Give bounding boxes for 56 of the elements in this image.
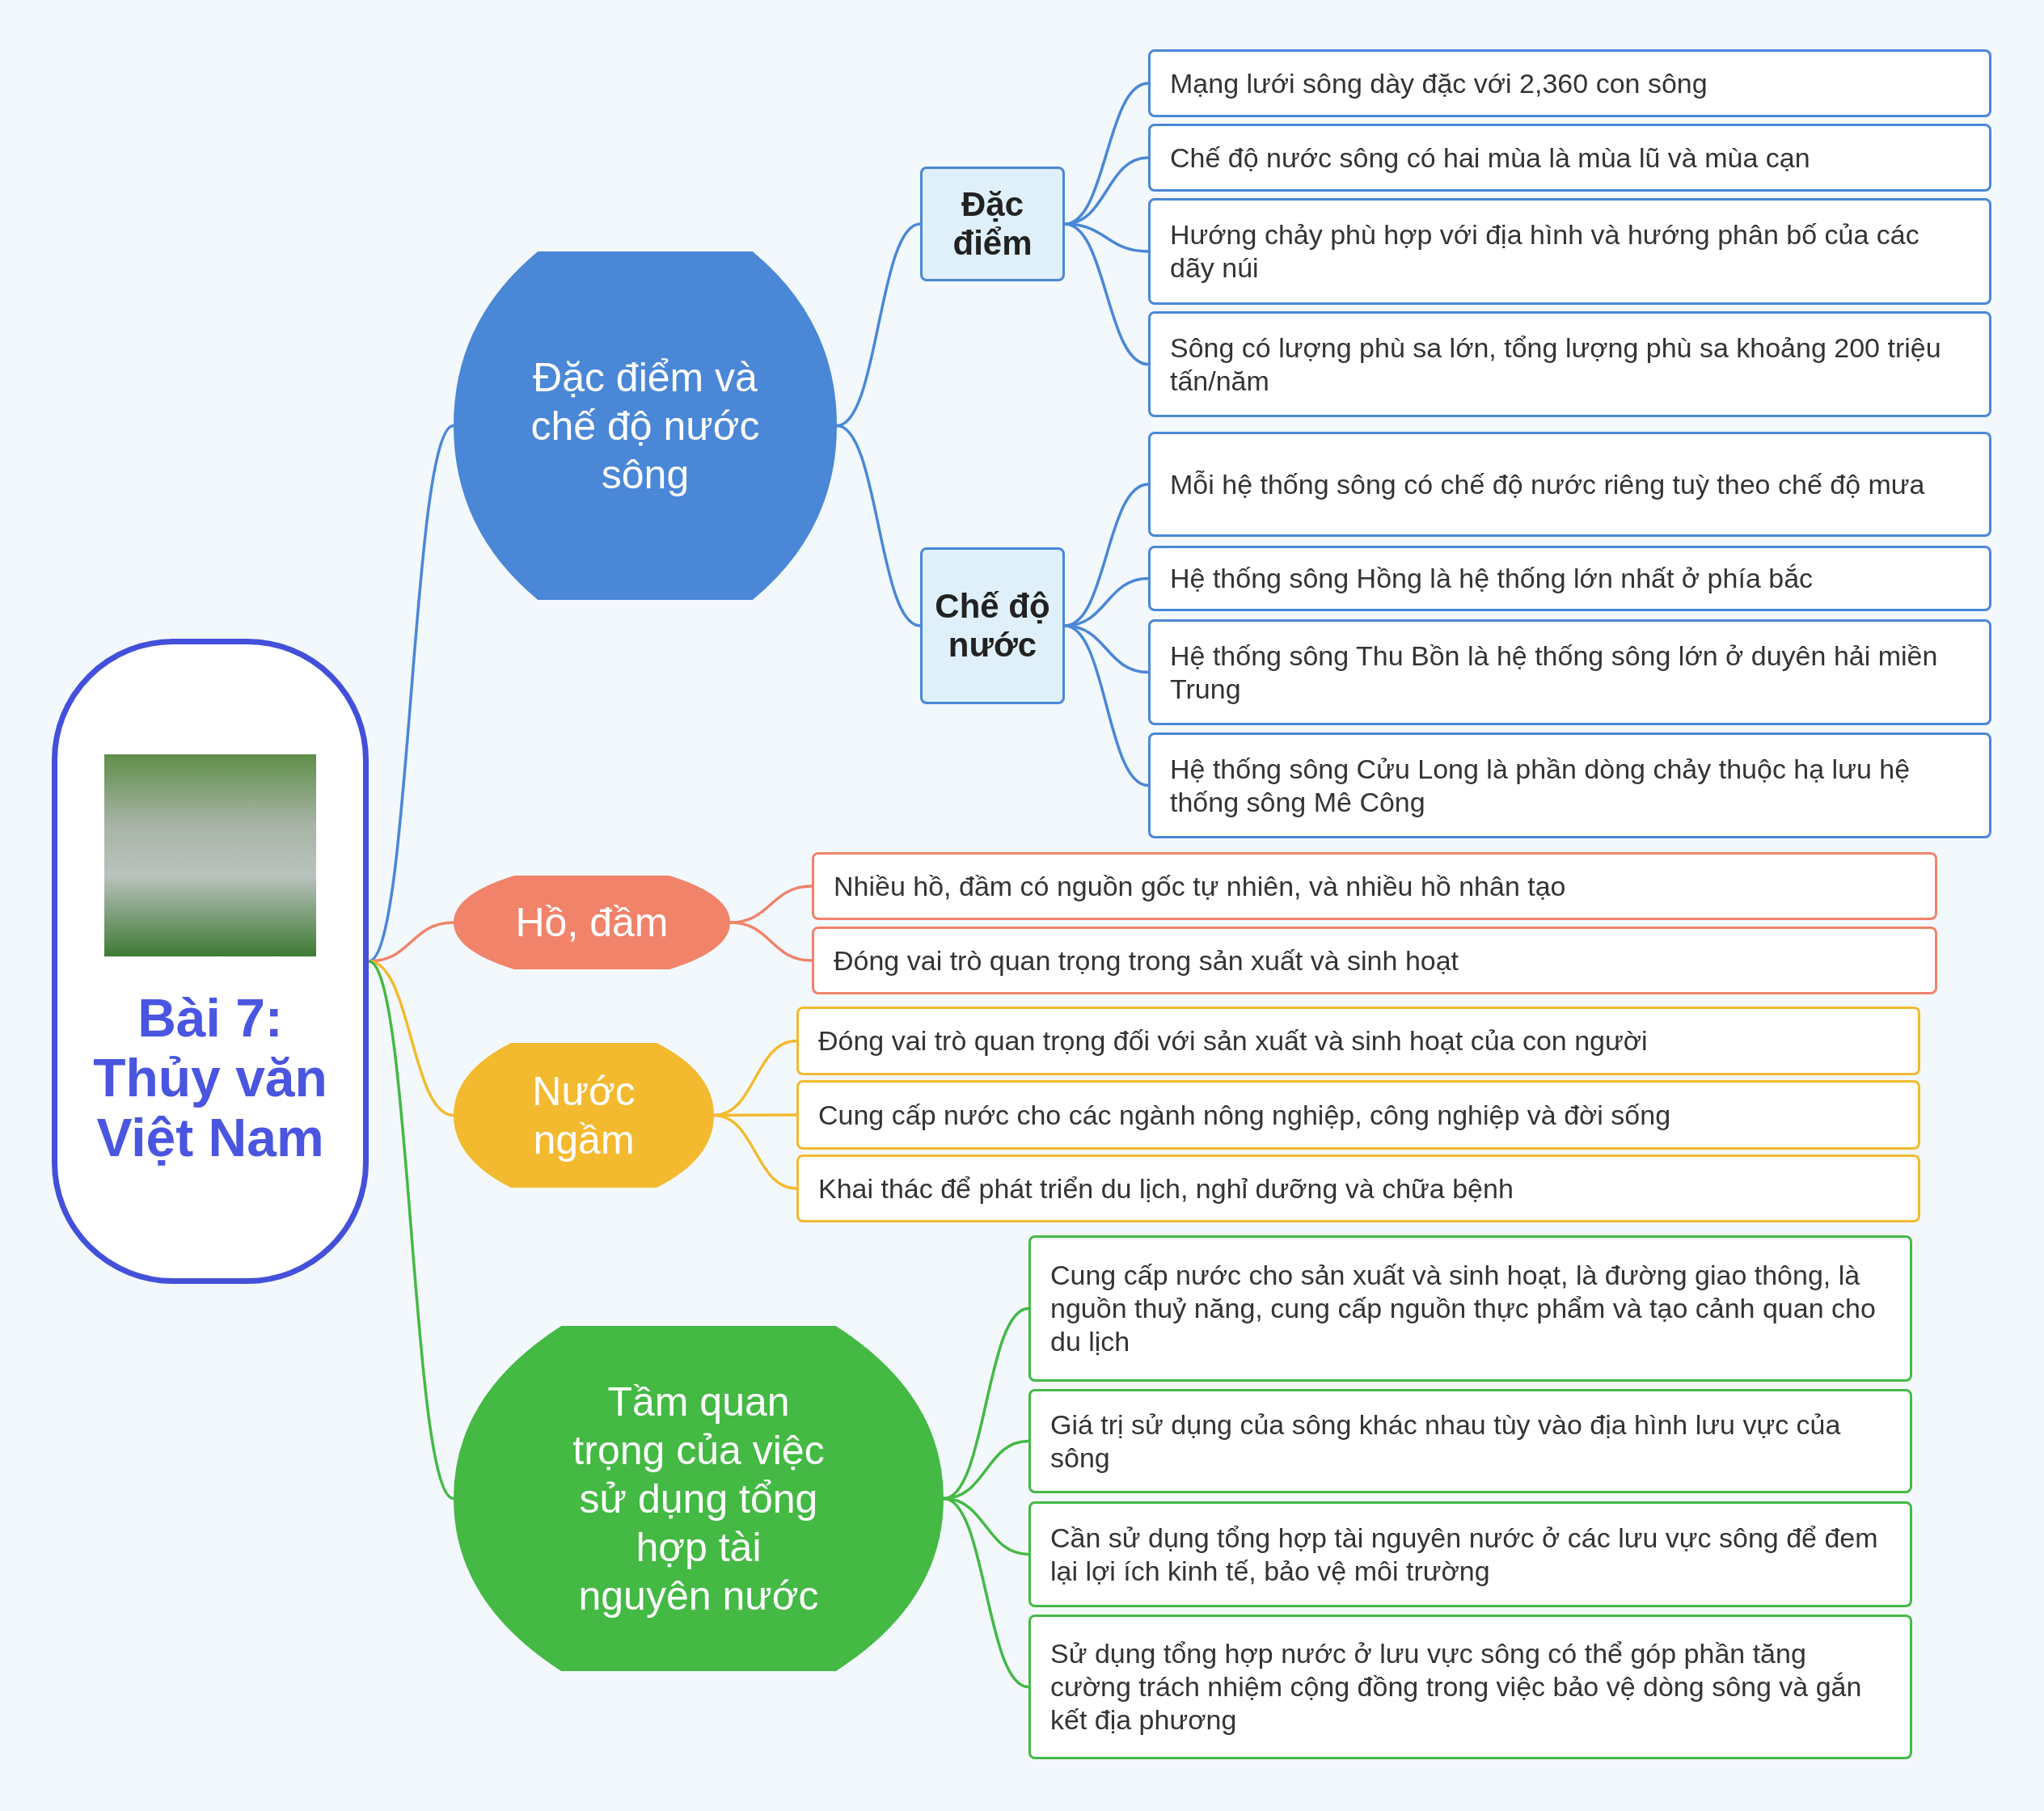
detail-text: Cung cấp nước cho các ngành nông nghiệp, công nghiệp và đời sống bbox=[818, 1098, 1671, 1132]
detail-text: Sử dụng tổng hợp nước ở lưu vực sông có thể góp phần tăng cường trách nhiệm cộng đồng trong việc bảo vệ dòng sông và gắn kết địa phương bbox=[1050, 1637, 1863, 1737]
detail-box bbox=[1028, 1501, 1912, 1607]
detail-text: Giá trị sử dụng của sông khác nhau tùy vào địa hình lưu vực của sông bbox=[1050, 1408, 1842, 1475]
branch-connector bbox=[368, 960, 454, 1117]
subtopic-label: Đặc điểm bbox=[952, 184, 1033, 264]
branch-connector bbox=[367, 960, 455, 1500]
detail-text: Sông có lượng phù sa lớn, tổng lượng phù sa khoảng 200 triệu tấn/năm bbox=[1170, 331, 1942, 398]
detail-text: Hệ thống sông Hồng là hệ thống lớn nhất ở phía bắc bbox=[1170, 562, 1814, 595]
detail-box bbox=[1148, 311, 1991, 417]
detail-text: Cần sử dụng tổng hợp tài nguyên nước ở các lưu vực sông để đem lại lợi ích kinh tế, bảo vệ môi trường bbox=[1050, 1521, 1879, 1588]
detail-box bbox=[1028, 1615, 1912, 1759]
subtopic-box bbox=[920, 167, 1065, 281]
branch-label: Nước ngầm bbox=[531, 1067, 636, 1164]
detail-box bbox=[1148, 49, 1991, 117]
detail-text: Hệ thống sông Cửu Long là phần dòng chảy thuộc hạ lưu hệ thống sông Mê Công bbox=[1170, 752, 1911, 819]
branch-label: Tầm quan trọng của việc sử dụng tổng hợp tài nguyên nước bbox=[572, 1378, 826, 1620]
detail-text: Chế độ nước sông có hai mùa là mùa lũ và mùa cạn bbox=[1170, 141, 1810, 175]
detail-text: Cung cấp nước cho sản xuất và sinh hoạt, là đường giao thông, là nguồn thuỷ năng, cung cấp nguồn thực phẩm và tạo cảnh quan cho du lịch bbox=[1050, 1259, 1877, 1358]
detail-box bbox=[812, 927, 1937, 994]
detail-box bbox=[812, 852, 1937, 920]
branch-connector bbox=[836, 222, 921, 428]
subtopic-label: Chế độ nước bbox=[934, 586, 1051, 665]
branch-label: Hồ, đầm bbox=[514, 899, 669, 947]
detail-box bbox=[796, 1080, 1920, 1150]
topic-title: Bài 7: Thủy văn Việt Nam bbox=[92, 989, 328, 1168]
detail-box bbox=[1148, 732, 1991, 838]
branch-connector bbox=[836, 424, 921, 627]
branch-label: Đặc điểm và chế độ nước sông bbox=[530, 353, 761, 499]
branch-connector bbox=[368, 921, 454, 963]
branch-connector bbox=[1064, 222, 1149, 366]
branch-node bbox=[454, 1326, 944, 1671]
branch-node bbox=[454, 876, 730, 969]
detail-text: Mỗi hệ thống sông có chế độ nước riêng tuỳ theo chế độ mưa bbox=[1170, 467, 1925, 501]
detail-box bbox=[1148, 546, 1991, 611]
detail-text: Nhiều hồ, đầm có nguồn gốc tự nhiên, và nhiều hồ nhân tạo bbox=[834, 869, 1566, 903]
detail-box bbox=[1148, 619, 1991, 725]
branch-connector bbox=[713, 1113, 797, 1190]
detail-text: Khai thác để phát triển du lịch, nghỉ dưỡng và chữa bệnh bbox=[818, 1171, 1514, 1205]
detail-text: Hướng chảy phù hợp với địa hình và hướng phân bố của các dãy núi bbox=[1170, 218, 1920, 285]
detail-box bbox=[1148, 432, 1991, 537]
detail-text: Hệ thống sông Thu Bồn là hệ thống sông lớn ở duyên hải miền Trung bbox=[1170, 639, 1939, 706]
detail-text: Đóng vai trò quan trọng trong sản xuất và sinh hoạt bbox=[834, 943, 1459, 977]
detail-box bbox=[1148, 198, 1991, 305]
detail-box bbox=[796, 1155, 1920, 1222]
branch-node bbox=[454, 251, 837, 600]
branch-node bbox=[454, 1043, 714, 1188]
detail-box bbox=[1028, 1235, 1912, 1382]
detail-box bbox=[796, 1007, 1920, 1075]
detail-box bbox=[1028, 1389, 1912, 1493]
detail-box bbox=[1148, 124, 1991, 192]
branch-connector bbox=[729, 921, 813, 962]
subtopic-box bbox=[920, 547, 1065, 704]
branch-connector bbox=[1064, 624, 1149, 674]
detail-text: Đóng vai trò quan trọng đối với sản xuất và sinh hoạt của con người bbox=[818, 1024, 1648, 1057]
detail-text: Mạng lưới sông dày đặc với 2,360 con sông bbox=[1170, 66, 1708, 100]
